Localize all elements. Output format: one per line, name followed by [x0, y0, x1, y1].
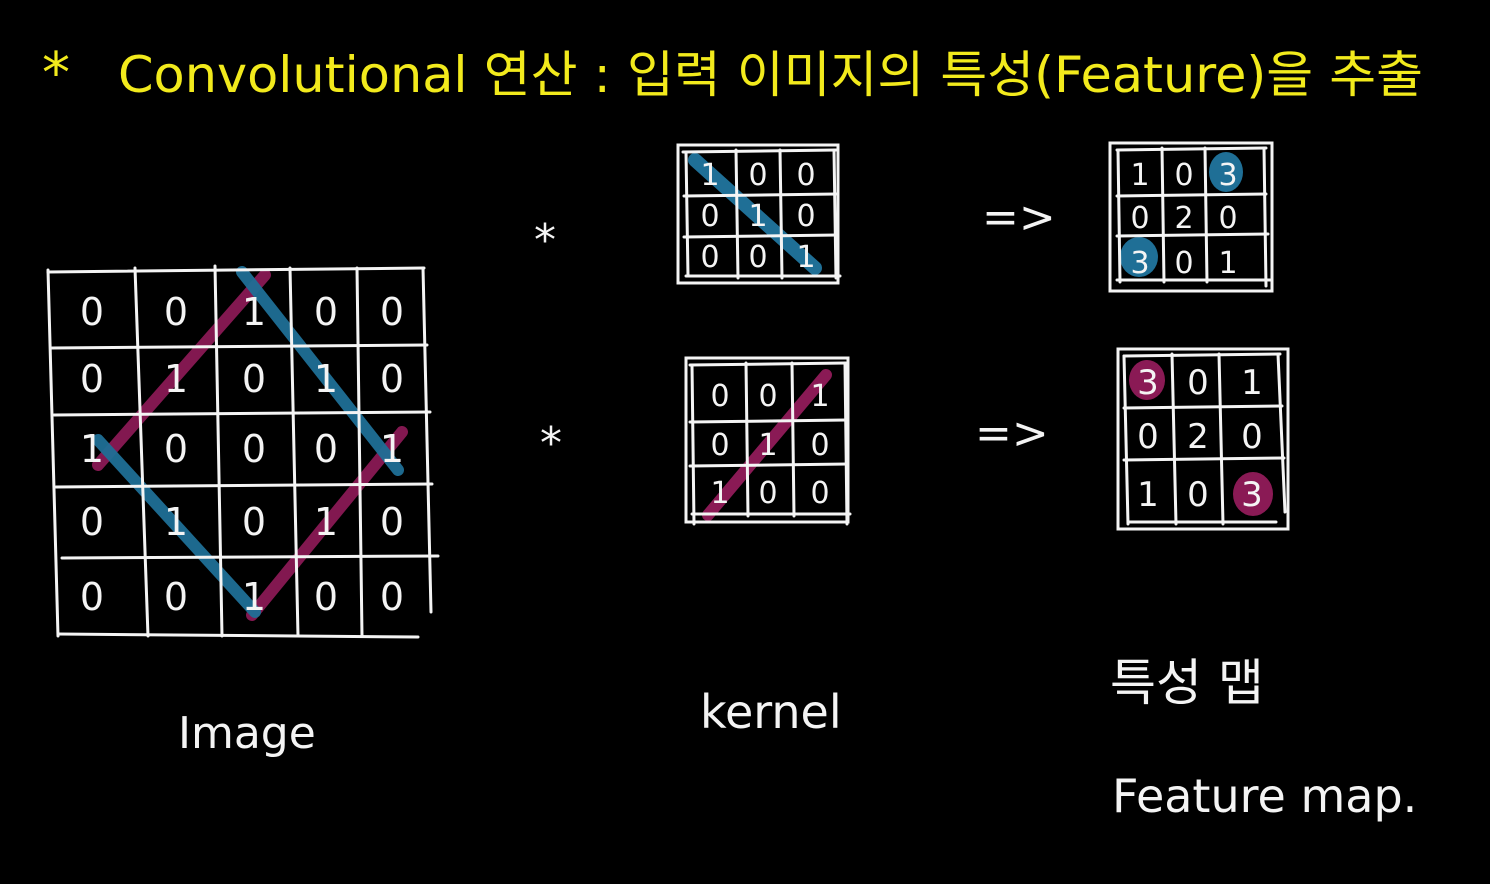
kernel-label: kernel [700, 685, 842, 739]
image-cell-r2c2: 1 [164, 357, 188, 401]
feature-map-1-cell-r3c3: 1 [1218, 246, 1237, 281]
kernel-1-cell-r3c2: 0 [748, 240, 767, 275]
image-cell-r5c1: 0 [80, 575, 104, 619]
image-cell-r3c4: 0 [314, 427, 338, 471]
feature-map-1-grid-lines [1108, 141, 1274, 293]
feature-map-2-cell-r3c1: 1 [1137, 475, 1159, 515]
image-cell-r4c2: 1 [164, 500, 188, 544]
image-cell-r2c3: 0 [242, 357, 266, 401]
kernel-1-cell-r3c3: 1 [796, 240, 815, 275]
image-cell-r2c1: 0 [80, 357, 104, 401]
kernel-1-highlight-blue [688, 153, 822, 275]
feature-map-1-cell-r3c2: 0 [1174, 246, 1193, 281]
image-grid-lines [46, 264, 440, 639]
image-cell-r4c5: 0 [380, 500, 404, 544]
kernel-1-grid-lines [676, 143, 842, 285]
feature-map-2-highlight-top-left [1129, 360, 1165, 400]
image-highlight-magenta-lower-right [246, 426, 408, 621]
image-highlight-blue-upper-right [236, 266, 404, 476]
title: * Convolutional 연산 : 입력 이미지의 특성(Feature)… [42, 41, 1423, 106]
kernel-2-cell-r2c2: 1 [758, 428, 777, 463]
image-cell-r4c4: 1 [314, 500, 338, 544]
feature-map-label-en: Feature map. [1112, 769, 1417, 823]
feature-map-2-cell-r2c2: 2 [1187, 417, 1209, 457]
feature-map-1-cell-r1c2: 0 [1174, 158, 1193, 193]
feature-map-1-cell-r2c1: 0 [1130, 201, 1149, 236]
feature-map-2-cell-r1c2: 0 [1187, 363, 1209, 403]
image-cell-r1c3: 1 [242, 290, 266, 334]
image-cell-r3c5: 1 [380, 427, 404, 471]
feature-map-1-cell-r1c3: 3 [1218, 158, 1237, 193]
kernel-2-cell-r2c1: 0 [710, 428, 729, 463]
kernel-2-grid-lines [684, 356, 852, 526]
image-label: Image [178, 708, 316, 759]
image-cell-r5c3: 1 [242, 575, 266, 619]
feature-map-2-grid-lines [1116, 347, 1290, 531]
image-cell-r2c5: 0 [380, 357, 404, 401]
image-cell-r1c1: 0 [80, 290, 104, 334]
feature-map-2-cell-r3c2: 0 [1187, 475, 1209, 515]
kernel-2-cell-r3c1: 1 [710, 476, 729, 511]
kernel-2-cell-r2c3: 0 [810, 428, 829, 463]
feature-map-label-ko: 특성 맵 [1110, 654, 1264, 712]
image-cell-r5c2: 0 [164, 575, 188, 619]
operator-star-1: * [534, 215, 556, 266]
kernel-2-highlight-magenta [702, 369, 832, 521]
title-bullet: * [42, 41, 70, 106]
image-cell-r4c1: 0 [80, 500, 104, 544]
arrow-1: => [982, 192, 1056, 243]
operator-star-2: * [540, 418, 562, 469]
feature-map-2-highlight-bottom-right [1233, 472, 1273, 516]
image-highlight-blue-lower-left [92, 434, 261, 618]
kernel-1-cell-r1c1: 1 [700, 158, 719, 193]
image-cell-r1c5: 0 [380, 290, 404, 334]
kernel-1-cell-r1c2: 0 [748, 158, 767, 193]
feature-map-1-cell-r3c1: 3 [1130, 246, 1149, 281]
image-cell-r3c2: 0 [164, 427, 188, 471]
feature-map-1-cell-r2c3: 0 [1218, 201, 1237, 236]
feature-map-2-cell-r1c3: 1 [1241, 363, 1263, 403]
feature-map-2-cell-r2c1: 0 [1137, 417, 1159, 457]
kernel-2-cell-r1c3: 1 [810, 379, 829, 414]
feature-map-2-cell-r2c3: 0 [1241, 417, 1263, 457]
image-cell-r3c1: 1 [80, 427, 104, 471]
image-highlight-magenta-upper-left [92, 269, 271, 471]
kernel-1-cell-r2c3: 0 [796, 199, 815, 234]
image-cell-r1c2: 0 [164, 290, 188, 334]
image-cell-r5c4: 0 [314, 575, 338, 619]
feature-map-2-cell-r1c1: 3 [1137, 363, 1159, 403]
kernel-1-cell-r1c3: 0 [796, 158, 815, 193]
feature-map-2-cell-r3c3: 3 [1241, 475, 1263, 515]
image-cell-r4c3: 0 [242, 500, 266, 544]
image-cell-r2c4: 1 [314, 357, 338, 401]
kernel-2-cell-r1c1: 0 [710, 379, 729, 414]
title-text: Convolutional 연산 : 입력 이미지의 특성(Feature)을 … [118, 46, 1423, 104]
kernel-1-cell-r2c2: 1 [748, 199, 767, 234]
image-cell-r5c5: 0 [380, 575, 404, 619]
feature-map-1-highlight-bottom-left [1120, 237, 1158, 277]
kernel-2-cell-r3c3: 0 [810, 476, 829, 511]
kernel-2-cell-r3c2: 0 [758, 476, 777, 511]
kernel-2-cell-r1c2: 0 [758, 379, 777, 414]
feature-map-1-highlight-top-right [1209, 152, 1243, 192]
kernel-1-cell-r2c1: 0 [700, 199, 719, 234]
kernel-1-cell-r3c1: 0 [700, 240, 719, 275]
arrow-2: => [975, 408, 1049, 459]
feature-map-1-cell-r1c1: 1 [1130, 158, 1149, 193]
image-cell-r3c3: 0 [242, 427, 266, 471]
image-cell-r1c4: 0 [314, 290, 338, 334]
feature-map-1-cell-r2c2: 2 [1174, 201, 1193, 236]
